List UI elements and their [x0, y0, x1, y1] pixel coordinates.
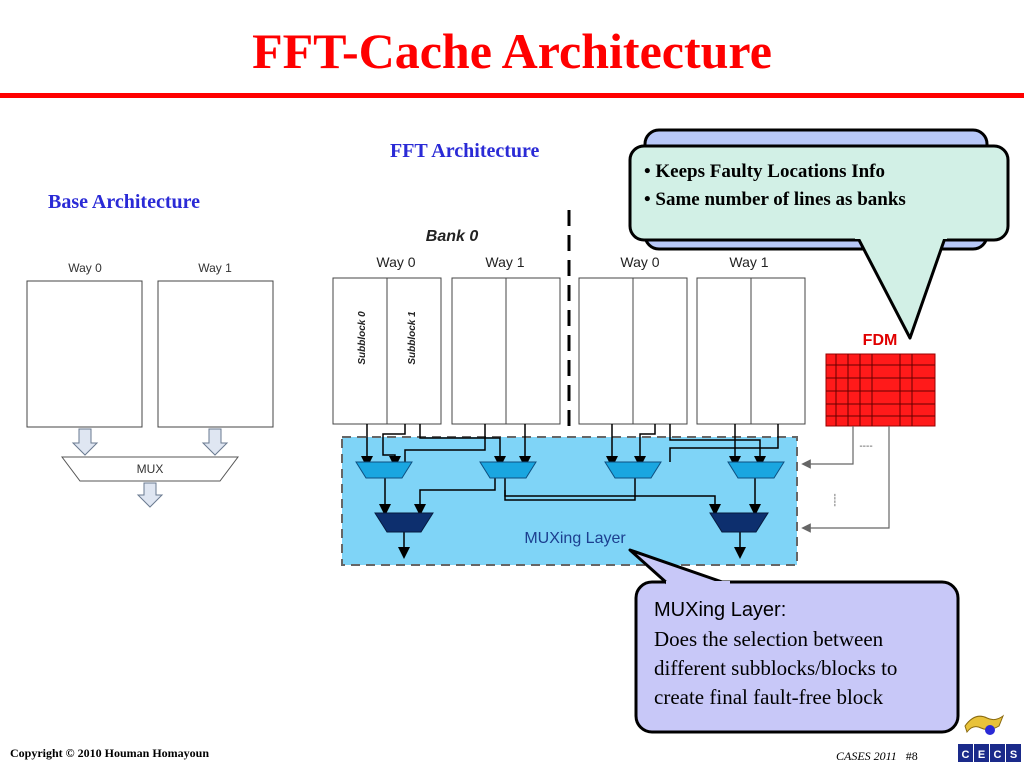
callout-mux: MUXing Layer: Does the selection between…: [644, 596, 959, 726]
base-output-arrow: [136, 482, 164, 508]
callout-fdm-bullet-2: • Same number of lines as banks: [644, 189, 906, 210]
fft-diagram: Bank 0 Way 0 Way 1 Way 0 Way 1 Subblock …: [332, 210, 936, 566]
wires: [361, 424, 779, 559]
fft-way1-right-label: Way 1: [729, 254, 768, 270]
mux-l1-2: [604, 461, 662, 479]
base-way1-block: [157, 280, 274, 428]
callout-fdm-shape: [628, 128, 1010, 340]
callout-mux-shape: [628, 548, 960, 734]
mux-l1-3: [727, 461, 785, 479]
callout-fdm: • Keeps Faulty Locations Info • Same num…: [632, 148, 1005, 238]
callout-mux-line-2: Does the selection between: [654, 627, 884, 651]
fdm-control-wires: [801, 426, 890, 533]
logo-letter-s: S: [1010, 749, 1017, 761]
footer-copyright: Copyright © 2010 Houman Homayoun: [10, 746, 209, 760]
base-architecture-heading: Base Architecture: [48, 191, 201, 213]
callout-mux-line-3: different subblocks/blocks to: [654, 656, 898, 680]
fft-way0-left-label: Way 0: [376, 254, 415, 270]
slide-title: FFT-Cache Architecture: [252, 23, 772, 79]
footer-conference: CASES 2011 #8: [836, 749, 918, 764]
footer-slide-number: #8: [905, 749, 918, 763]
fdm-dash-vertical: ----: [829, 493, 840, 506]
mux-l1-0: [355, 461, 413, 479]
fft-way0-right-label: Way 0: [620, 254, 659, 270]
mux-l1-1: [479, 461, 537, 479]
fdm-label: FDM: [863, 332, 898, 349]
base-arrow-1: [201, 428, 229, 456]
subblock1-label: Subblock 1: [407, 311, 418, 365]
mux-l2-1: [709, 512, 769, 533]
fdm-table: [825, 353, 936, 427]
callout-fdm-bullet-1: • Keeps Faulty Locations Info: [644, 161, 885, 182]
base-mux: [61, 456, 239, 482]
callout-mux-line-4: create final fault-free block: [654, 685, 884, 709]
mux-l2-0: [374, 512, 434, 533]
footer-conference-name: CASES 2011: [836, 749, 897, 763]
logo-letter-c1: C: [962, 749, 970, 761]
muxing-layer-label: MUXing Layer: [524, 530, 626, 547]
fft-way1-left-label: Way 1: [485, 254, 524, 270]
fft-architecture-heading: FFT Architecture: [390, 140, 540, 162]
base-way0-label: Way 0: [68, 261, 102, 275]
base-way0-block: [26, 280, 143, 428]
title-rule: [0, 93, 1024, 98]
base-diagram: Way 0 Way 1 MUX: [26, 261, 274, 508]
base-way1-label: Way 1: [198, 261, 232, 275]
cecs-logo: C E C S: [958, 714, 1021, 762]
fdm-dash-horizontal: ----: [859, 441, 872, 452]
bank-label: Bank 0: [426, 228, 479, 245]
logo-letter-c2: C: [994, 749, 1002, 761]
muxing-layer-box: [341, 436, 798, 566]
subblock0-label: Subblock 0: [357, 311, 368, 365]
base-arrow-0: [71, 428, 99, 456]
callout-mux-title: MUXing Layer:: [654, 599, 787, 621]
logo-letter-e: E: [978, 749, 985, 761]
base-mux-label: MUX: [137, 462, 164, 476]
